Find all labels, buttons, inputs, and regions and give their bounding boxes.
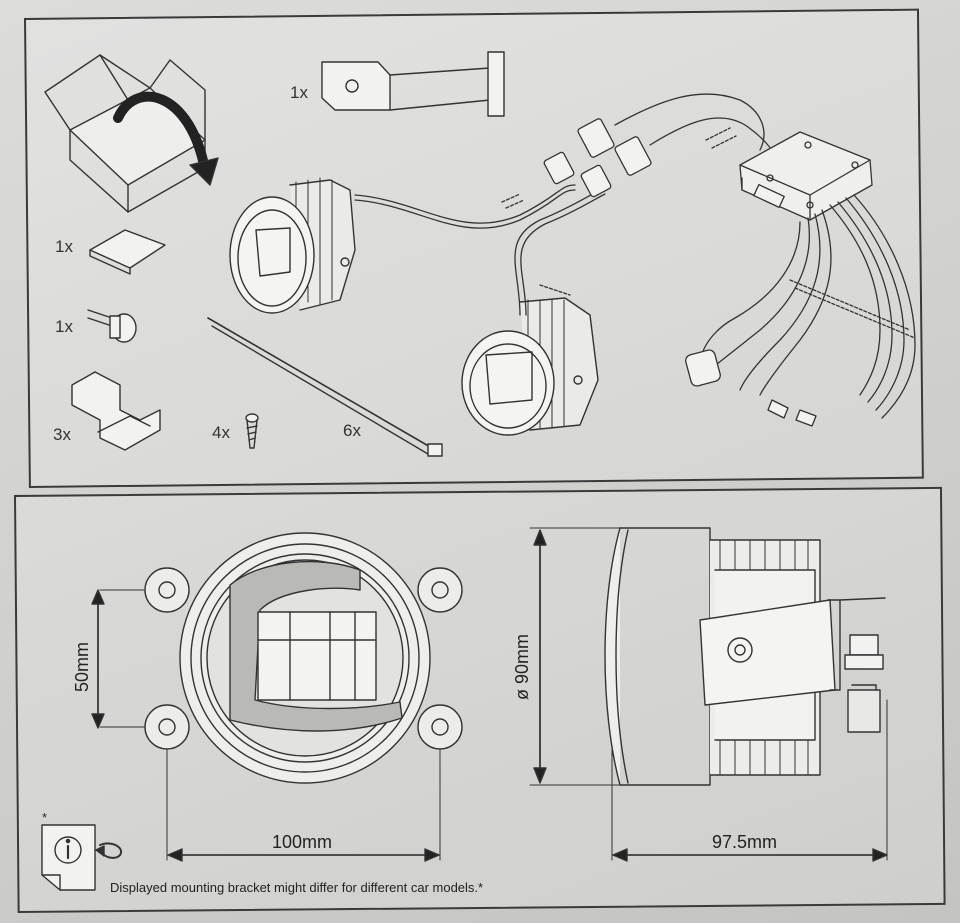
clip-qty: 3x [53, 425, 71, 444]
diameter-dimension-label: ø 90mm [512, 634, 532, 700]
side-view-lamp [604, 527, 888, 861]
height-dimension-arrow [91, 589, 105, 729]
adhesive-pad-icon [89, 229, 166, 275]
footnote-asterisk: * [42, 810, 48, 825]
front-view-lamp [99, 532, 463, 861]
diameter-dimension-arrow [529, 527, 621, 786]
pad-qty: 1x [55, 237, 73, 256]
depth-dimension-label: 97.5mm [712, 832, 777, 852]
rotate-arrow-icon [113, 91, 219, 186]
width-dimension-label: 100mm [272, 832, 332, 852]
fog-lamp-2-icon [461, 297, 599, 436]
width-dimension-arrow [167, 848, 440, 862]
cable-tie-icon [207, 317, 443, 457]
wiring-harness-icon [354, 93, 916, 427]
bolt-qty: 1x [55, 317, 73, 336]
height-dimension-label: 50mm [72, 642, 92, 692]
fog-lamp-1-icon [229, 177, 356, 314]
screw-qty: 4x [212, 423, 230, 442]
bolt-icon [87, 309, 137, 343]
tie-qty: 6x [343, 421, 361, 440]
screw-icon [245, 413, 259, 449]
box-icon [44, 54, 206, 213]
mounting-bracket-icon [321, 51, 505, 117]
bracket-qty: 1x [290, 83, 308, 102]
cable-clip-icon [71, 371, 161, 451]
footnote-text: Displayed mounting bracket might differ … [110, 880, 484, 895]
depth-dimension-arrow [612, 848, 888, 862]
info-page-icon [41, 824, 123, 891]
